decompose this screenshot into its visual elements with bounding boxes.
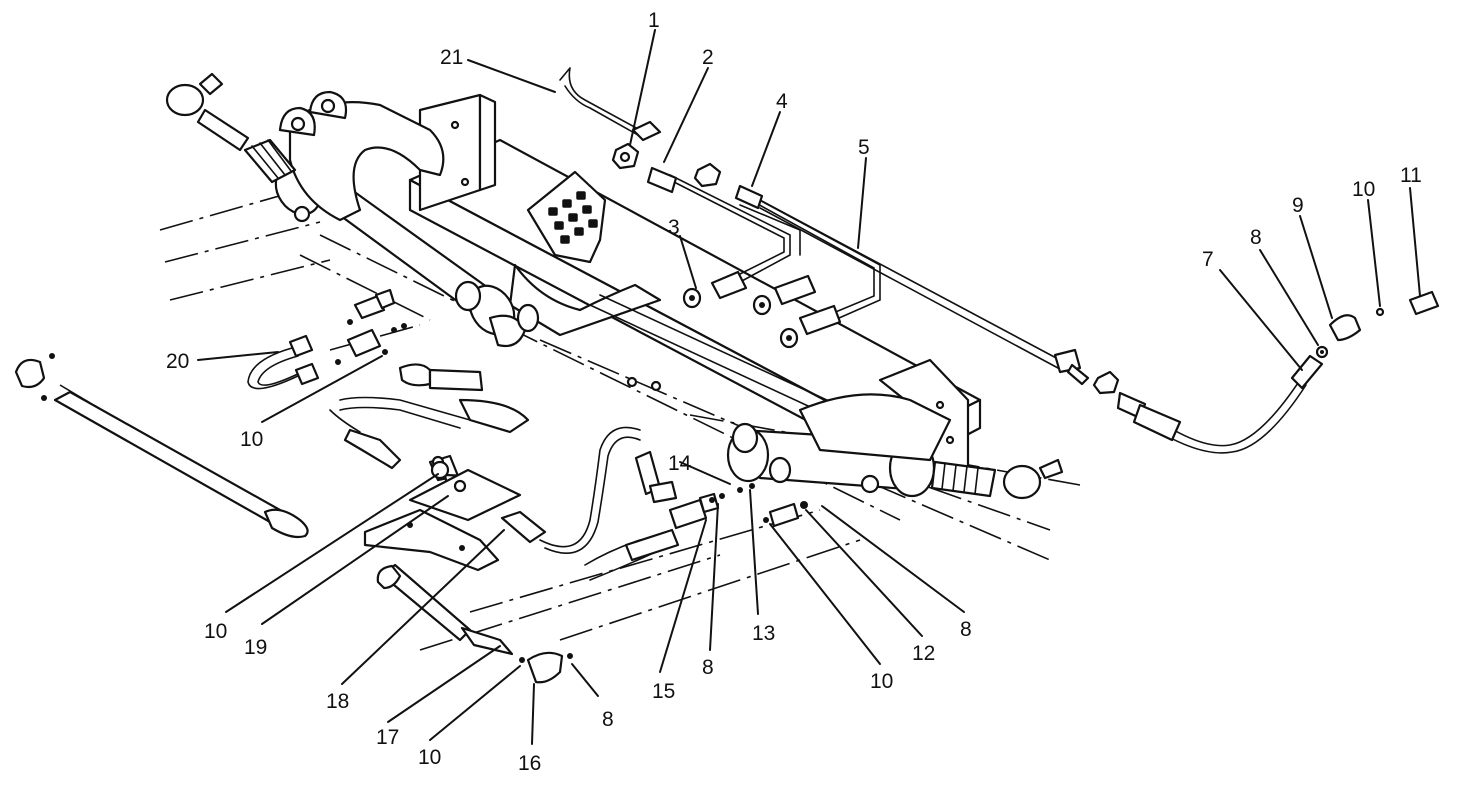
callout-18: 18 xyxy=(326,690,349,713)
callout-8-bottom: 8 xyxy=(602,708,614,731)
callout-1: 1 xyxy=(648,9,660,32)
callout-14: 14 xyxy=(668,452,692,475)
callout-9: 9 xyxy=(1292,194,1304,217)
callout-7: 7 xyxy=(1202,248,1214,271)
callout-10-bottom: 10 xyxy=(418,746,441,769)
callout-10-right: 10 xyxy=(1352,178,1375,201)
leader-lines xyxy=(197,29,1421,745)
callout-21: 21 xyxy=(440,46,463,69)
left-hoses xyxy=(14,288,530,539)
callout-15: 15 xyxy=(652,680,675,703)
callout-10-lower-left: 10 xyxy=(204,620,227,643)
mount-plate-holes xyxy=(548,191,598,244)
callout-20: 20 xyxy=(166,350,189,373)
callout-10-left: 10 xyxy=(240,428,263,451)
callout-2: 2 xyxy=(702,46,714,69)
left-steering-cylinder xyxy=(165,72,540,348)
callout-11: 11 xyxy=(1400,164,1422,187)
callout-8-center: 8 xyxy=(702,656,714,679)
tube-fittings xyxy=(611,120,1440,442)
callout-10-lower-right: 10 xyxy=(870,670,893,693)
callout-12: 12 xyxy=(912,642,935,665)
callout-19: 19 xyxy=(244,636,267,659)
callout-8-far-right: 8 xyxy=(960,618,972,641)
callout-4: 4 xyxy=(776,90,788,113)
callout-5: 5 xyxy=(858,136,870,159)
callout-8-right: 8 xyxy=(1250,226,1262,249)
callout-13: 13 xyxy=(752,622,775,645)
callout-3: 3 xyxy=(668,216,680,239)
callout-17: 17 xyxy=(376,726,399,749)
hydraulic-tubes xyxy=(559,67,1307,454)
callout-16: 16 xyxy=(518,752,541,775)
callout-labels: 21 1 2 4 5 3 11 10 9 8 7 20 10 14 10 19 … xyxy=(166,9,1422,775)
right-steering-cylinder xyxy=(726,393,1064,500)
